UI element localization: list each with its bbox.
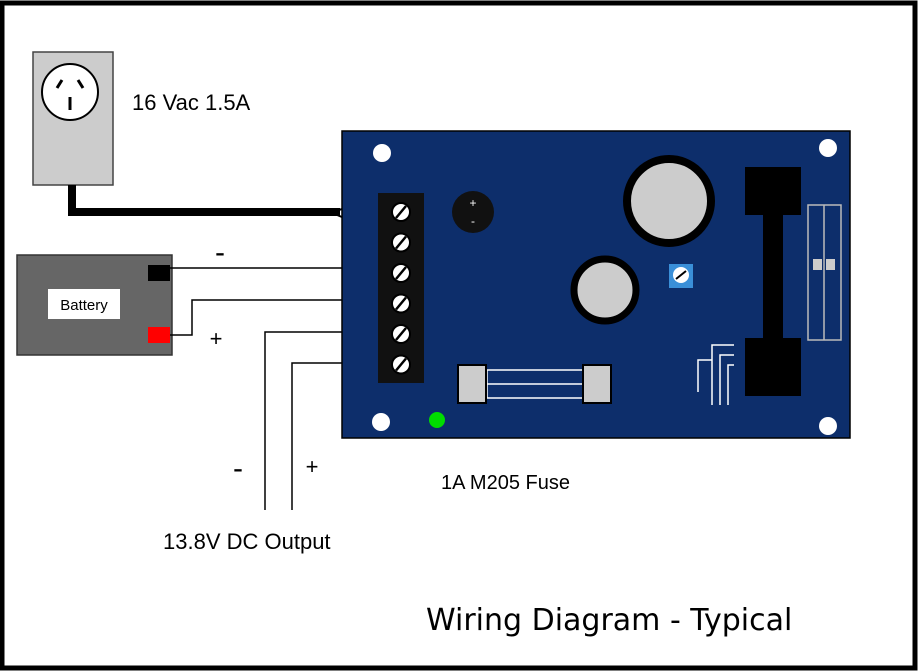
small-capacitor — [452, 191, 494, 233]
terminal-screw-slot — [395, 235, 407, 250]
battery-label: Battery — [60, 297, 108, 314]
large-capacitor-icon — [623, 155, 715, 247]
battery-negative-terminal — [148, 265, 170, 281]
output-positive-sign: + — [306, 454, 319, 479]
terminal-screw-slot — [395, 205, 407, 219]
adapter-cable — [68, 185, 340, 216]
output-label: 13.8V DC Output — [163, 529, 331, 554]
capacitor-plus: + — [469, 196, 476, 210]
battery-positive-terminal — [148, 327, 170, 343]
medium-capacitor-icon — [570, 255, 640, 325]
mounting-hole — [372, 413, 390, 431]
terminal-block — [378, 193, 424, 383]
fuse-icon — [457, 364, 612, 404]
trimpot-icon — [669, 264, 693, 288]
battery-label-box — [48, 289, 120, 319]
fuse-label: 1A M205 Fuse — [441, 472, 570, 494]
output-negative-sign: - — [233, 452, 243, 485]
terminal-block-icon — [378, 193, 424, 383]
terminal-screw-slot — [395, 357, 407, 372]
inductor-icon — [745, 167, 801, 396]
capacitor-icon: + - — [452, 191, 494, 233]
led-icon — [429, 412, 445, 428]
terminal-screw-slot — [395, 327, 407, 341]
battery-negative-sign: - — [215, 236, 225, 269]
mounting-hole — [373, 144, 391, 162]
diagram-title: Wiring Diagram - Typical — [426, 603, 792, 638]
capacitor-minus: - — [471, 214, 475, 228]
battery-positive-sign: + — [210, 326, 223, 351]
battery-icon — [16, 254, 173, 356]
terminal-screw-slot — [395, 266, 407, 280]
power-adapter — [32, 51, 114, 186]
pcb-trace — [697, 344, 734, 405]
output-negative-wire — [264, 331, 375, 510]
battery-positive-wire — [170, 299, 375, 336]
mounting-hole — [819, 417, 837, 435]
terminal-screw-slot — [395, 296, 407, 311]
relay-icon — [807, 204, 842, 341]
mounting-hole — [819, 139, 837, 157]
power-outlet-icon — [41, 63, 99, 121]
pcb-board: + - — [341, 130, 851, 439]
adapter-rating-label: 16 Vac 1.5A — [132, 90, 251, 115]
